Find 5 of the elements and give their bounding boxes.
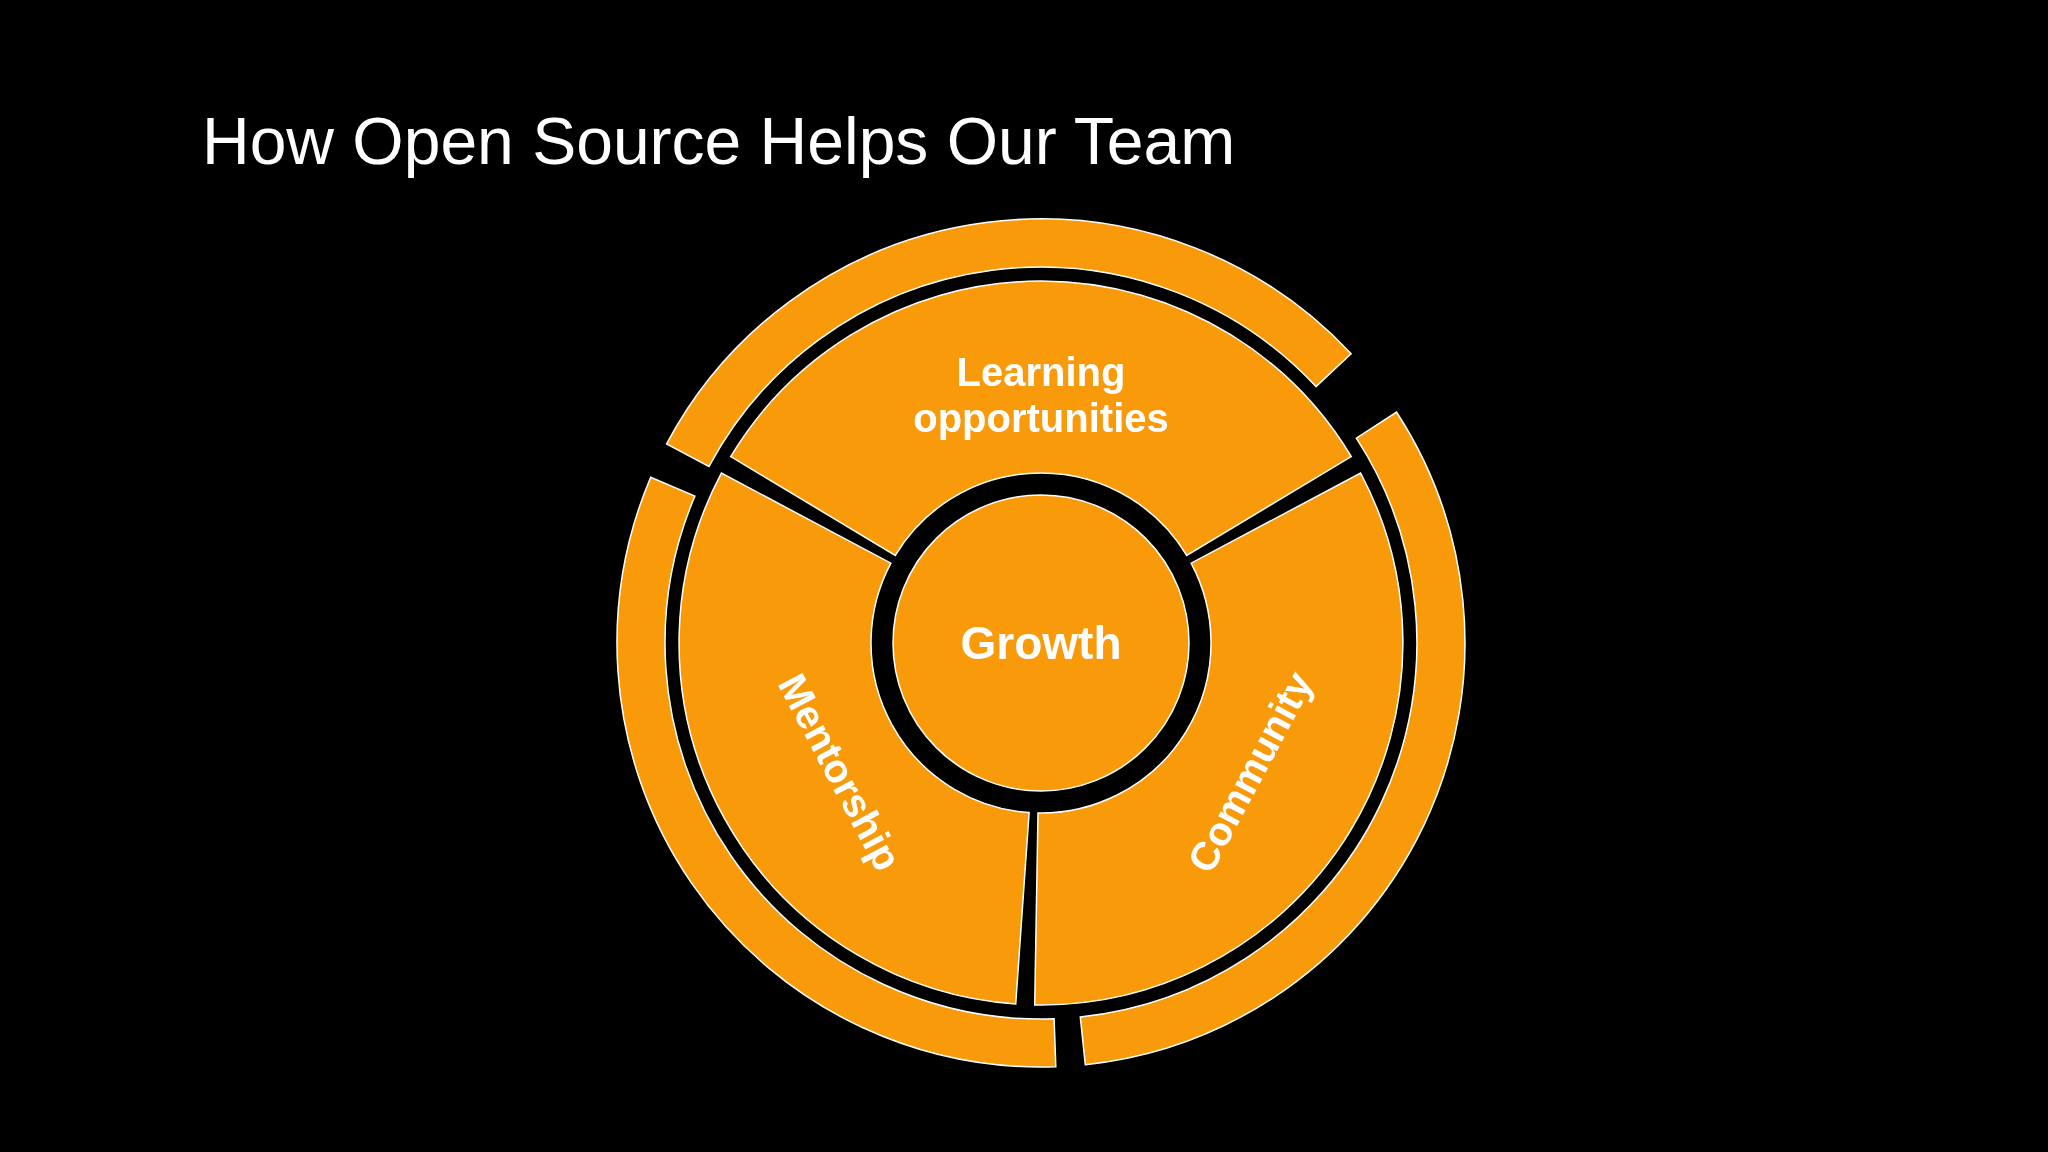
center-circle [892, 494, 1190, 792]
outer-band [665, 218, 1352, 468]
segment-label: Growth [960, 617, 1122, 670]
ring-segment [729, 280, 1353, 557]
segment-label: Learning opportunities [913, 350, 1169, 440]
